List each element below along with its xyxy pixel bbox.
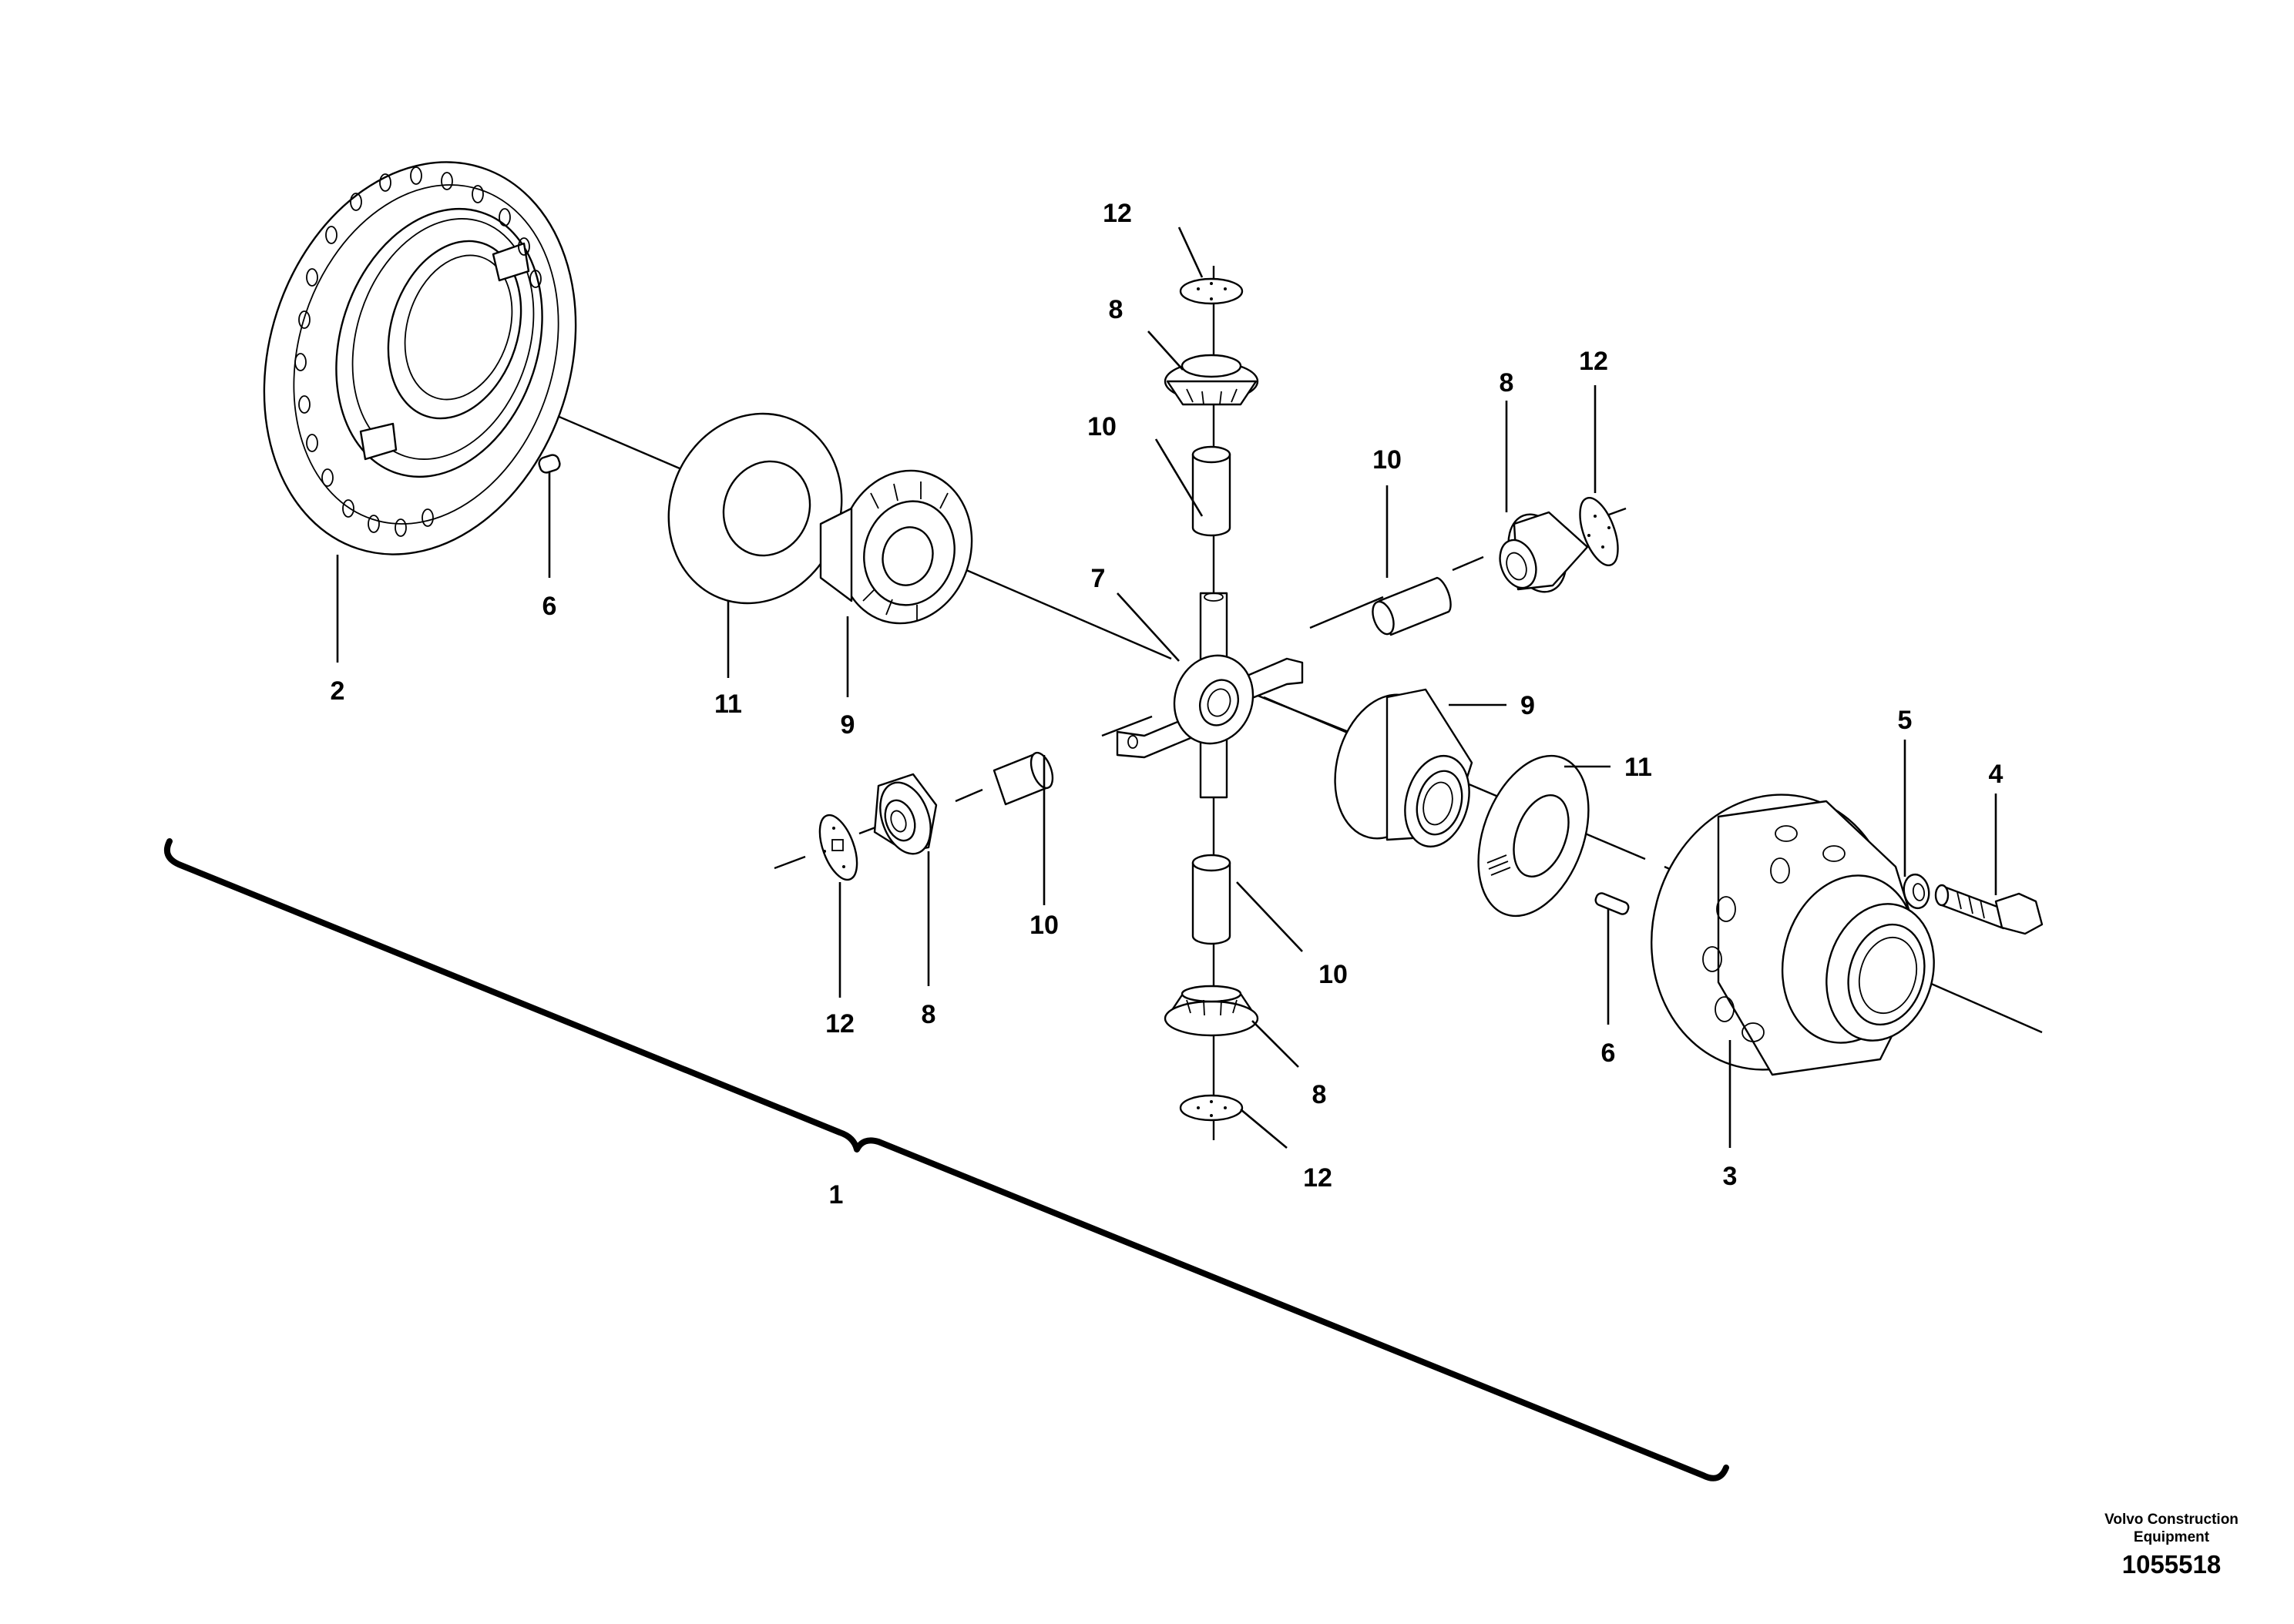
callout-8-top: 8: [1109, 295, 1123, 324]
part-5-washer: [1903, 873, 1930, 910]
callout-12-top: 12: [1103, 199, 1132, 228]
part-11-thrust-washer-right: [1477, 754, 1590, 918]
callout-10-top: 10: [1087, 412, 1117, 441]
callout-5: 5: [1898, 706, 1913, 735]
part-10-bushing-bottom: [1191, 854, 1231, 945]
drawing-number: 1055518: [2122, 1550, 2221, 1579]
callout-11-right: 11: [1624, 753, 1652, 782]
part-12-washer-right: [1579, 497, 1619, 566]
part-6-pin-left: [538, 454, 561, 474]
part-9-side-gear-left: [819, 469, 973, 625]
part-2-differential-housing: [263, 161, 577, 555]
callout-10-bottom: 10: [1318, 960, 1348, 989]
part-9-side-gear-right: [1334, 688, 1473, 848]
callout-1: 1: [829, 1180, 844, 1210]
part-12-washer-top: [1179, 277, 1244, 305]
callout-4: 4: [1989, 760, 2003, 789]
part-12-washer-left: [818, 814, 858, 881]
callout-9-left: 9: [841, 710, 855, 740]
callout-6-right: 6: [1601, 1038, 1616, 1068]
part-8-pinion-gear-bottom: [1164, 985, 1259, 1037]
callout-6-left: 6: [542, 592, 557, 621]
footer-company-line-2: Equipment: [2134, 1529, 2210, 1545]
part-10-bushing-right: [1372, 576, 1452, 636]
callout-8-left: 8: [922, 1000, 936, 1029]
callout-labels: 1 2 3 4 5 6 6 7 8 8 8 8 9 9 10 10 10 10 …: [331, 199, 2003, 1210]
part-11-thrust-washer-left: [667, 412, 843, 605]
part-6-pin-right: [1594, 892, 1630, 915]
footer-caption: Volvo Construction Equipment 1055518: [2104, 1512, 2239, 1579]
part-4-bolt: [1934, 884, 2044, 935]
callout-12-right: 12: [1579, 347, 1608, 376]
callout-8-bottom: 8: [1312, 1080, 1327, 1109]
callout-7: 7: [1091, 564, 1106, 593]
callout-12-left: 12: [825, 1009, 855, 1038]
callout-12-bottom: 12: [1303, 1163, 1332, 1193]
part-8-pinion-gear-left: [873, 773, 938, 855]
leader-lines: [336, 226, 1997, 1149]
part-12-washer-bottom: [1179, 1094, 1244, 1122]
part-3-differential-housing-right: [1651, 794, 1935, 1076]
callout-10-right: 10: [1372, 445, 1402, 475]
callout-10-left: 10: [1029, 911, 1059, 940]
footer-company-line-1: Volvo Construction: [2104, 1512, 2239, 1528]
assembly-brace: [164, 838, 1729, 1481]
part-10-bushing-top: [1191, 445, 1231, 537]
callout-2: 2: [331, 676, 345, 706]
callout-9-right: 9: [1520, 691, 1535, 720]
callout-3: 3: [1723, 1162, 1738, 1191]
part-8-pinion-gear-top: [1164, 354, 1259, 406]
part-7-spider-cross: [1116, 592, 1304, 799]
callout-11-left: 11: [714, 690, 742, 719]
bolt-holes: [294, 166, 542, 537]
part-10-bushing-left: [992, 751, 1054, 806]
part-8-pinion-gear-right: [1499, 511, 1589, 593]
callout-8-right: 8: [1500, 368, 1514, 398]
